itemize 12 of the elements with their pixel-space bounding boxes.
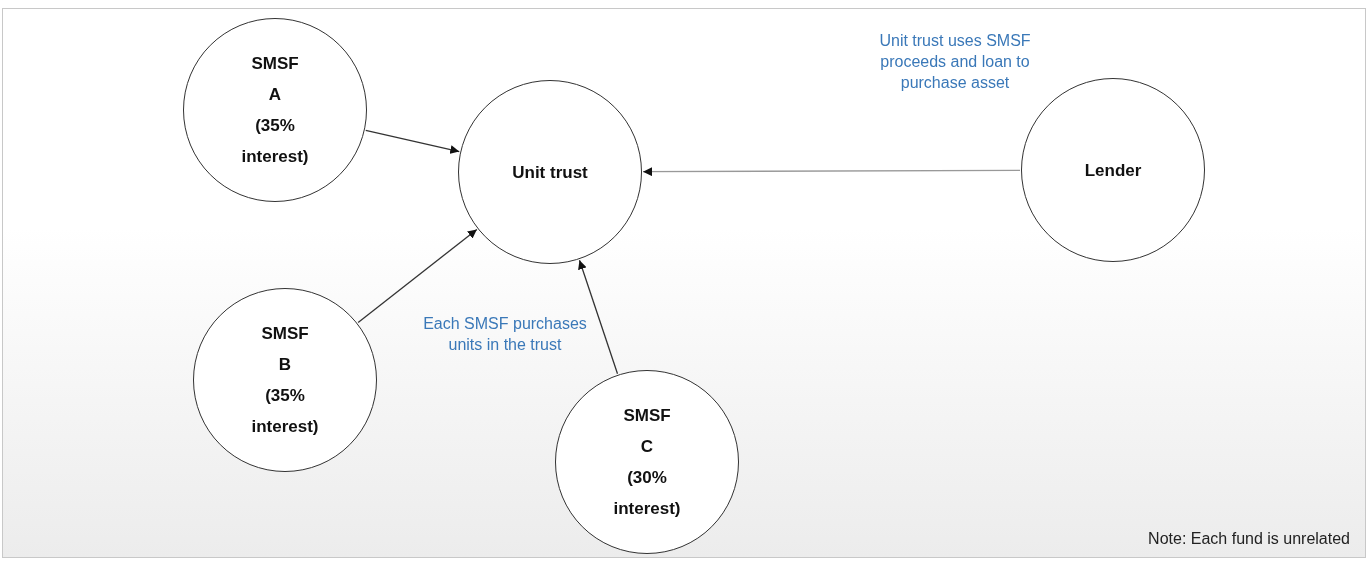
node-label: Lender (1084, 159, 1142, 182)
arrow (357, 228, 478, 324)
annotation-text: Each SMSF purchases units in the trust (422, 314, 588, 355)
arrow (642, 167, 1021, 177)
node-label: SMSF C (30% interest) (612, 405, 682, 520)
node-label: SMSF B (35% interest) (250, 323, 320, 438)
note-text: Note: Each fund is unrelated (1148, 530, 1350, 548)
edge-label: Unit trust uses SMSF proceeds and loan to purchase asset (878, 31, 1032, 93)
node-label: Unit trust (512, 161, 588, 184)
arrow (365, 129, 460, 154)
arrow (578, 259, 619, 375)
node-label: SMSF A (35% interest) (240, 53, 310, 168)
